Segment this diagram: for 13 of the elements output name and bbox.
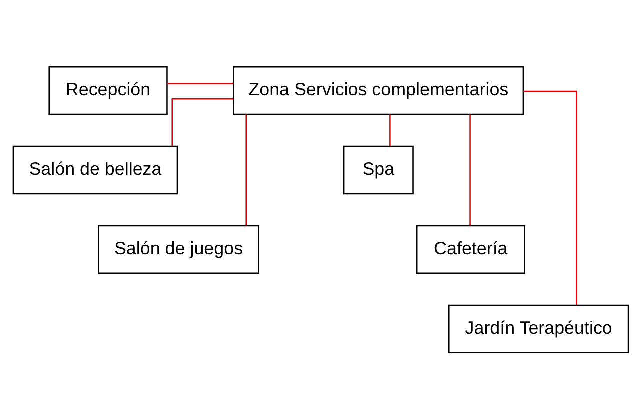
node-box: Salón de juegos bbox=[98, 225, 260, 274]
connector bbox=[172, 98, 234, 146]
node-box: Spa bbox=[343, 146, 414, 195]
connector bbox=[390, 114, 391, 146]
connector bbox=[167, 83, 234, 84]
node-box: Zona Servicios complementarios bbox=[233, 66, 524, 116]
node-box: Salón de belleza bbox=[12, 146, 178, 195]
connector bbox=[246, 114, 247, 226]
connector bbox=[524, 90, 578, 306]
node-box: Recepción bbox=[48, 66, 168, 116]
connector bbox=[470, 114, 471, 226]
node-box: Cafetería bbox=[416, 225, 526, 274]
node-box: Jardín Terapéutico bbox=[448, 304, 630, 354]
